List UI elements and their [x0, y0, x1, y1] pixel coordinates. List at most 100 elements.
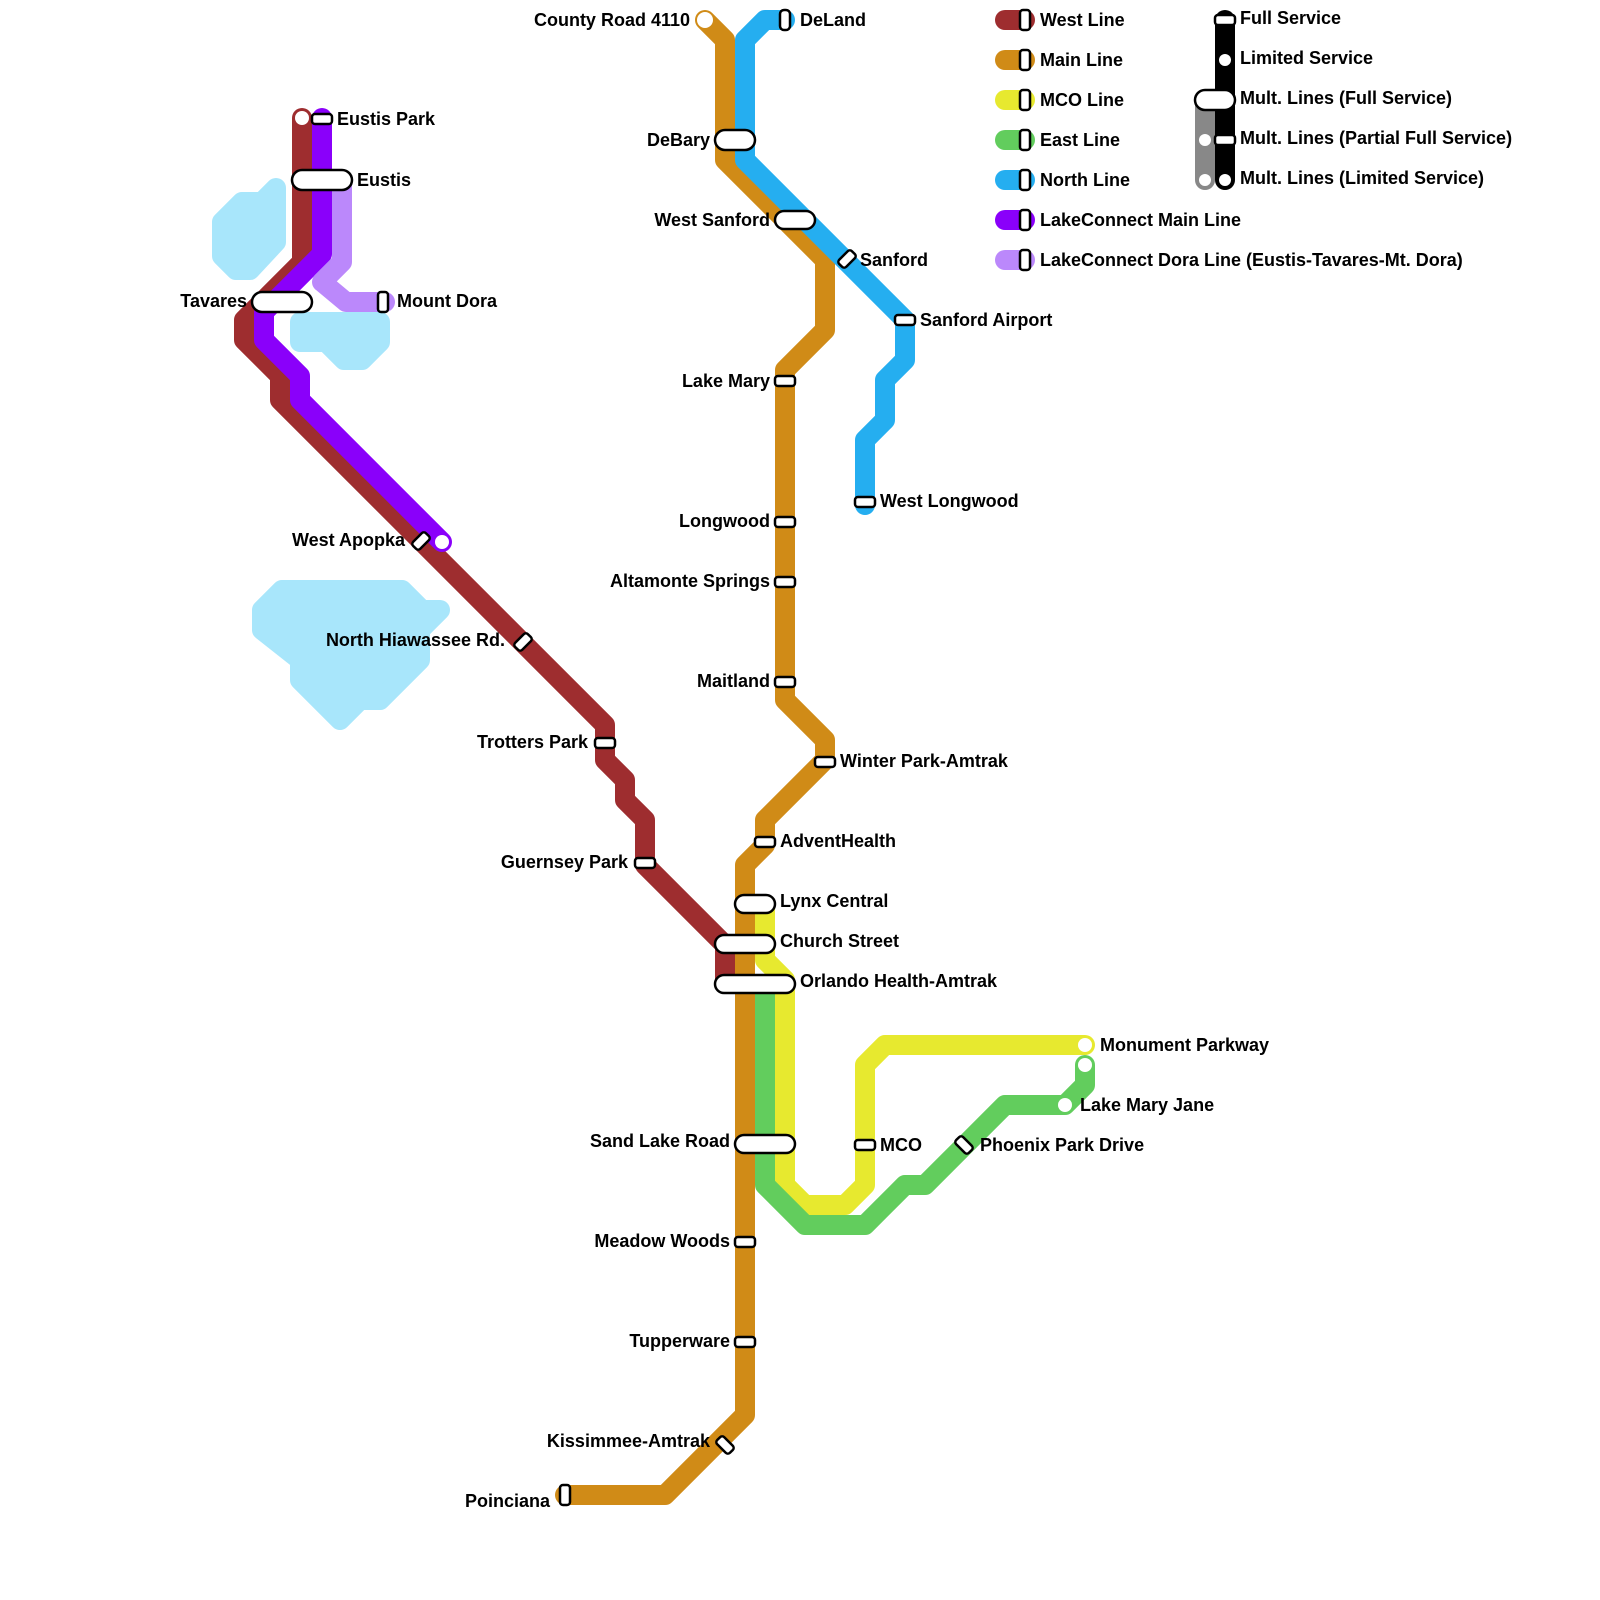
- station-marker-sand-lake-road[interactable]: [733, 1133, 797, 1155]
- station-marker-lake-mary-jane[interactable]: [1058, 1098, 1072, 1112]
- station-marker-tupperware[interactable]: [733, 1335, 757, 1349]
- legend-mult-limited-label: Mult. Lines (Limited Service): [1240, 168, 1484, 188]
- lines: [234, 10, 1095, 1505]
- label-west-longwood: West Longwood: [880, 491, 1019, 511]
- label-kissimmee: Kissimmee-Amtrak: [547, 1431, 711, 1451]
- legend-item-east: East Line: [995, 128, 1120, 152]
- legend-line-label: Main Line: [1040, 50, 1123, 70]
- label-mount-dora: Mount Dora: [397, 291, 498, 311]
- station-marker-tavares[interactable]: [250, 290, 314, 314]
- station-marker-longwood[interactable]: [773, 515, 797, 529]
- station-marker-west-longwood[interactable]: [853, 495, 877, 509]
- lakeconnect-main-path: [254, 108, 452, 552]
- station-marker-phoenix-park[interactable]: [954, 1135, 974, 1155]
- legend-mult-limited-grey-icon: [1199, 174, 1211, 186]
- label-north-hiawassee: North Hiawassee Rd.: [326, 630, 505, 650]
- label-tupperware: Tupperware: [629, 1331, 730, 1351]
- label-poinciana: Poinciana: [465, 1491, 551, 1511]
- station-marker-west-sanford[interactable]: [773, 209, 817, 231]
- label-west-apopka: West Apopka: [292, 530, 406, 550]
- station-marker-adventhealth[interactable]: [753, 835, 777, 849]
- legend-item-lakeconnect-dora: LakeConnect Dora Line (Eustis-Tavares-Mt…: [995, 248, 1463, 272]
- station-marker-eustis-park-west[interactable]: [295, 111, 309, 125]
- station-marker-maitland[interactable]: [773, 675, 797, 689]
- legend-line-label: West Line: [1040, 10, 1125, 30]
- legend-station-icon: [1018, 208, 1032, 232]
- lake-dora: [290, 312, 390, 370]
- label-mco: MCO: [880, 1135, 922, 1155]
- label-orlando-health: Orlando Health-Amtrak: [800, 971, 998, 991]
- station-marker-orlando-health[interactable]: [713, 973, 797, 995]
- legend-service: Full Service Limited Service Mult. Lines…: [1193, 8, 1512, 190]
- legend-item-mco: MCO Line: [995, 88, 1124, 112]
- label-sanford-airport: Sanford Airport: [920, 310, 1052, 330]
- station-labels: County Road 4110 DeLand DeBary West Sanf…: [180, 10, 1269, 1511]
- legend-mult-limited-icon: [1219, 174, 1231, 186]
- station-marker-poinciana[interactable]: [558, 1483, 572, 1507]
- legend-station-icon: [1018, 248, 1032, 272]
- label-winter-park: Winter Park-Amtrak: [840, 751, 1009, 771]
- mco-line-path: [755, 895, 1095, 1215]
- station-marker-sanford[interactable]: [837, 249, 857, 269]
- station-marker-monument-parkway[interactable]: [1078, 1038, 1092, 1052]
- station-marker-church-street[interactable]: [713, 933, 777, 955]
- main-line-path: [555, 10, 835, 1505]
- legend-station-icon: [1018, 48, 1032, 72]
- station-marker-west-apopka-lc[interactable]: [435, 535, 449, 549]
- label-lynx-central: Lynx Central: [780, 891, 888, 911]
- label-meadow-woods: Meadow Woods: [594, 1231, 730, 1251]
- label-west-sanford: West Sanford: [654, 210, 770, 230]
- station-marker-mco[interactable]: [853, 1138, 877, 1152]
- station-marker-trotters-park[interactable]: [593, 736, 617, 750]
- legend-item-north: North Line: [995, 168, 1130, 192]
- terminal-markers: [295, 12, 1092, 1112]
- legend-item-main: Main Line: [995, 48, 1123, 72]
- station-marker-deland[interactable]: [778, 8, 792, 32]
- station-marker-lake-mary-jane-east[interactable]: [1078, 1058, 1092, 1072]
- station-marker-guernsey-park[interactable]: [633, 856, 657, 870]
- legend-mult-full-icon: [1193, 88, 1237, 112]
- legend-full-service-label: Full Service: [1240, 8, 1341, 28]
- legend-limited-service-label: Limited Service: [1240, 48, 1373, 68]
- station-marker-kissimmee[interactable]: [715, 1435, 735, 1455]
- station-marker-eustis[interactable]: [290, 168, 354, 192]
- legend-station-icon: [1018, 128, 1032, 152]
- label-tavares: Tavares: [180, 291, 247, 311]
- legend-line-label: LakeConnect Main Line: [1040, 210, 1241, 230]
- label-monument-parkway: Monument Parkway: [1100, 1035, 1269, 1055]
- label-sanford: Sanford: [860, 250, 928, 270]
- legend-full-service-icon: [1213, 13, 1237, 27]
- station-marker-lake-mary[interactable]: [773, 374, 797, 388]
- station-marker-sanford-airport[interactable]: [893, 313, 917, 327]
- label-debary: DeBary: [647, 130, 710, 150]
- legend-item-west: West Line: [995, 8, 1125, 32]
- label-eustis-park: Eustis Park: [337, 109, 436, 129]
- station-marker-lynx-central[interactable]: [733, 893, 777, 915]
- legend-mult-full-label: Mult. Lines (Full Service): [1240, 88, 1452, 108]
- west-line-path: [234, 108, 735, 990]
- legend-line-label: North Line: [1040, 170, 1130, 190]
- station-marker-debary[interactable]: [713, 128, 757, 152]
- label-phoenix-park: Phoenix Park Drive: [980, 1135, 1144, 1155]
- legend-limited-service-icon: [1219, 54, 1231, 66]
- station-marker-winter-park[interactable]: [813, 755, 837, 769]
- label-eustis: Eustis: [357, 170, 411, 190]
- label-lake-mary-jane: Lake Mary Jane: [1080, 1095, 1214, 1115]
- label-maitland: Maitland: [697, 671, 770, 691]
- station-marker-north-hiawassee[interactable]: [513, 632, 533, 652]
- station-marker-eustis-park[interactable]: [310, 112, 334, 126]
- station-marker-meadow-woods[interactable]: [733, 1235, 757, 1249]
- station-marker-west-apopka[interactable]: [411, 531, 431, 551]
- label-guernsey-park: Guernsey Park: [501, 852, 629, 872]
- station-marker-mount-dora[interactable]: [376, 290, 390, 314]
- legend-mult-partial-icon: [1213, 133, 1237, 147]
- station-marker-county-road-4110[interactable]: [697, 12, 713, 28]
- lake-eustis: [212, 178, 286, 280]
- legend-line-label: LakeConnect Dora Line (Eustis-Tavares-Mt…: [1040, 250, 1463, 270]
- station-marker-altamonte-springs[interactable]: [773, 575, 797, 589]
- legend-station-icon: [1018, 168, 1032, 192]
- label-altamonte-springs: Altamonte Springs: [610, 571, 770, 591]
- legend-line-label: East Line: [1040, 130, 1120, 150]
- label-trotters-park: Trotters Park: [477, 732, 589, 752]
